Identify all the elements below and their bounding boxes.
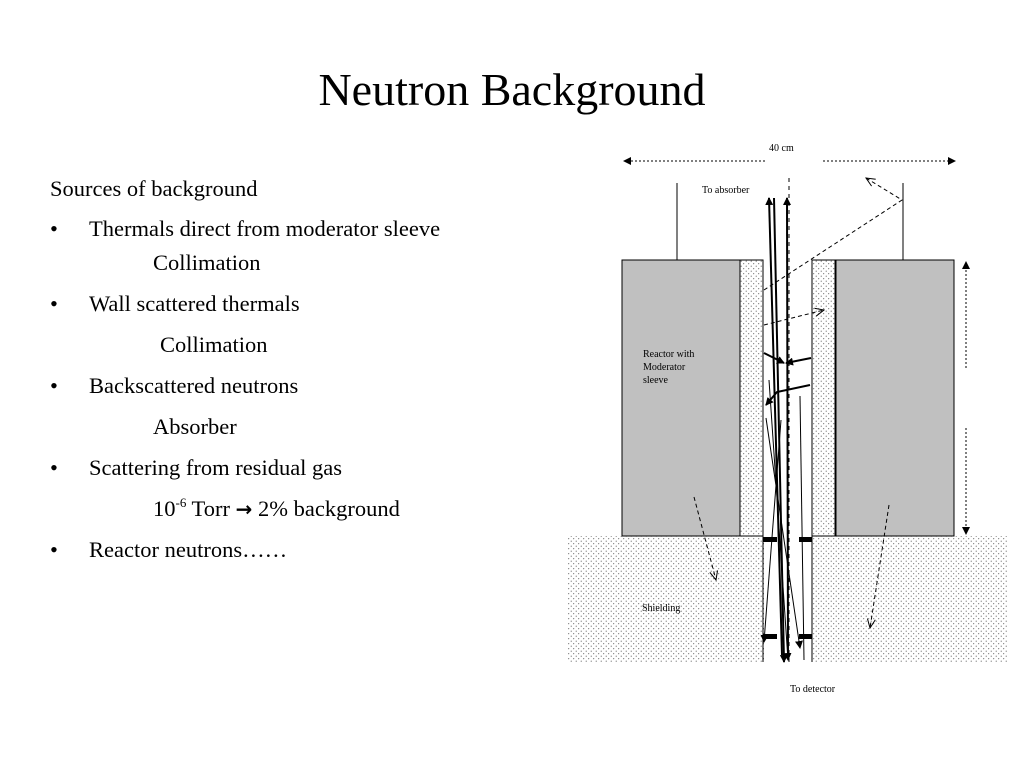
list-item-label: Backscattered neutrons <box>89 373 299 398</box>
pressure-unit: Torr <box>186 496 236 521</box>
list-item-label: Wall scattered thermals <box>89 291 300 316</box>
list-item-sub: Absorber <box>153 414 237 439</box>
neutron-paths-thin <box>760 379 805 661</box>
list-item-label: Thermals direct from moderator sleeve <box>89 216 441 241</box>
scatter-path <box>768 379 792 661</box>
reactor-block-left <box>621 259 741 537</box>
list-item-label: Scattering from residual gas <box>89 455 343 480</box>
list-item-sub: 10-6 Torr → 2% background <box>153 494 400 524</box>
bullet-glyph: • <box>50 455 58 480</box>
reactor-label-line-2: Moderator <box>643 362 686 373</box>
bullet-glyph: • <box>50 373 58 398</box>
list-item-sub: Collimation <box>160 332 268 357</box>
moderator-sleeve-right <box>811 259 836 537</box>
bullet-glyph: • <box>50 291 58 316</box>
dimension-label: 40 cm <box>769 143 794 154</box>
list-item-sub: Collimation <box>153 250 261 275</box>
list-item-label: Reactor neutrons…… <box>89 537 288 562</box>
shielding-right <box>812 536 1008 662</box>
shielding-label: Shielding <box>642 603 680 614</box>
scatter-path <box>799 395 805 661</box>
thermal-path-right <box>785 357 812 366</box>
thermal-path-left <box>763 352 785 364</box>
collimator-tab <box>763 634 777 639</box>
bullet-glyph: • <box>50 537 58 562</box>
collimator-tab <box>763 537 777 542</box>
thermal-path-mid <box>765 384 811 406</box>
slide-title: Neutron Background <box>318 64 706 115</box>
beam-path-down <box>773 197 788 663</box>
shielding-path-left <box>693 496 716 580</box>
right-arrow-icon: → <box>235 497 253 521</box>
scatter-path <box>765 417 803 649</box>
background-percent: 2% background <box>252 496 400 521</box>
reactor-block-right <box>835 259 955 537</box>
to-absorber-label: To absorber <box>702 185 750 196</box>
pressure-exponent: -6 <box>175 495 187 510</box>
backscatter-path <box>763 178 903 291</box>
scatter-path <box>760 419 782 643</box>
sources-heading: Sources of background <box>50 176 258 201</box>
collimator-tab <box>799 634 812 639</box>
wall-scatter-path <box>763 310 824 326</box>
to-detector-label: To detector <box>790 684 836 695</box>
shielding-left <box>568 536 764 662</box>
collimator-tab <box>799 537 812 542</box>
reactor-label-line-1: Reactor with <box>643 349 694 360</box>
reactor-label-line-3: sleeve <box>643 375 669 386</box>
neutron-paths-solid <box>763 197 812 663</box>
moderator-sleeve-left <box>739 259 764 537</box>
neutron-paths-dashed <box>693 178 903 628</box>
beam-path-up-left <box>765 197 783 656</box>
pressure-base: 10 <box>153 496 176 521</box>
bullet-glyph: • <box>50 216 58 241</box>
beam-path-up-right <box>783 197 792 656</box>
